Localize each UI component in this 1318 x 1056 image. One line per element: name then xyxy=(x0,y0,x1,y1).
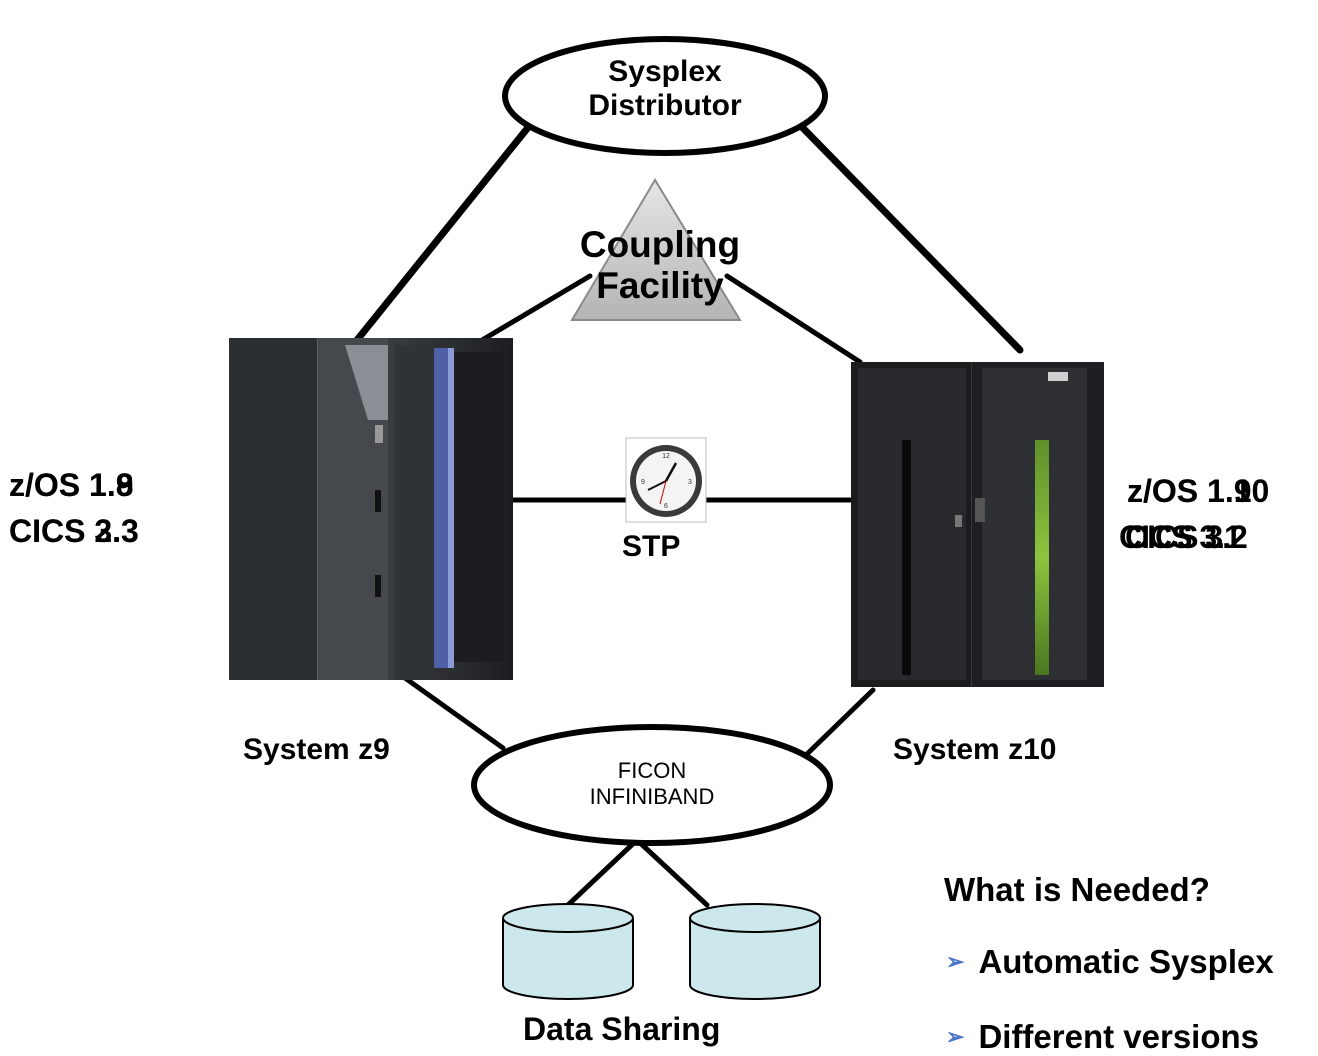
coupling-facility-line1: Coupling xyxy=(579,224,741,265)
line-z10-to-ficon xyxy=(803,687,876,758)
line-distributor-to-z10 xyxy=(796,121,1024,354)
what-needed-bullet-2: ➢ Different versions xyxy=(946,1018,1259,1056)
bullet-arrow-icon: ➢ xyxy=(946,1024,965,1049)
ficon-line2: INFINIBAND xyxy=(589,784,715,810)
ficon-infiniband-ellipse xyxy=(471,724,833,846)
bullet-2-text: Different versions xyxy=(978,1018,1260,1055)
z9-cics-version-a: CICS 2.3 xyxy=(9,513,139,549)
data-sharing-label: Data Sharing xyxy=(523,1011,721,1047)
bullet-1-text: Automatic Sysplex xyxy=(978,943,1274,980)
z9-cics-version: CICS 2.3 CICS 3.3 xyxy=(9,513,139,550)
z10-cics-version-b: CICS 3.1 xyxy=(1119,519,1242,555)
line-ficon-to-disk-right xyxy=(634,837,710,908)
stp-clock-icon: 12 3 6 9 xyxy=(625,437,707,523)
disk-right xyxy=(689,903,821,1000)
z9-os-version-b: z/OS 1.9 xyxy=(9,467,134,503)
svg-text:3: 3 xyxy=(688,479,692,486)
system-z10-mainframe xyxy=(851,362,1104,687)
sysplex-distributor-ellipse xyxy=(502,36,828,156)
svg-text:12: 12 xyxy=(662,453,670,460)
line-z9-to-ficon xyxy=(402,675,506,751)
z9-os-version-a: z/OS 1.8 xyxy=(9,467,134,503)
coupling-facility-line2: Facility xyxy=(596,265,724,307)
sysplex-distributor-line1: Sysplex xyxy=(608,55,722,88)
system-z10-label: System z10 xyxy=(893,733,1057,766)
z9-cics-version-b: CICS 3.3 xyxy=(9,513,139,549)
sysplex-distributor-label: Sysplex Distributor xyxy=(565,55,765,122)
z10-os-version: z/OS 1.9 z/OS 1.10 xyxy=(1127,473,1269,510)
z10-os-version-a: z/OS 1.9 xyxy=(1127,473,1252,509)
line-ficon-to-disk-left xyxy=(565,837,640,908)
what-needed-heading: What is Needed? xyxy=(944,871,1210,908)
stp-label: STP xyxy=(622,530,681,563)
coupling-facility-label: Coupling Facility xyxy=(545,224,775,307)
line-distributor-to-z9 xyxy=(341,121,534,359)
sysplex-distributor-line2: Distributor xyxy=(588,88,742,122)
ficon-line1: FICON xyxy=(617,758,687,783)
system-z9-label: System z9 xyxy=(243,733,390,766)
z10-cics-version: CICS 3.2 CICS 3.1 xyxy=(1119,519,1248,556)
system-z9-mainframe xyxy=(229,338,513,680)
z10-os-version-b: z/OS 1.10 xyxy=(1127,473,1270,509)
z9-os-version: z/OS 1.8 z/OS 1.9 xyxy=(9,467,134,504)
disk-left xyxy=(502,903,634,1000)
bullet-arrow-icon: ➢ xyxy=(946,949,965,974)
svg-text:6: 6 xyxy=(664,503,668,510)
z10-cics-version-a: CICS 3.2 xyxy=(1125,519,1248,555)
what-needed-bullet-1: ➢ Automatic Sysplex xyxy=(946,943,1274,981)
svg-text:9: 9 xyxy=(641,479,645,486)
coupling-facility-triangle xyxy=(570,178,742,321)
ficon-label: FICON INFINIBAND xyxy=(552,758,752,811)
line-cf-to-z10 xyxy=(724,273,863,365)
